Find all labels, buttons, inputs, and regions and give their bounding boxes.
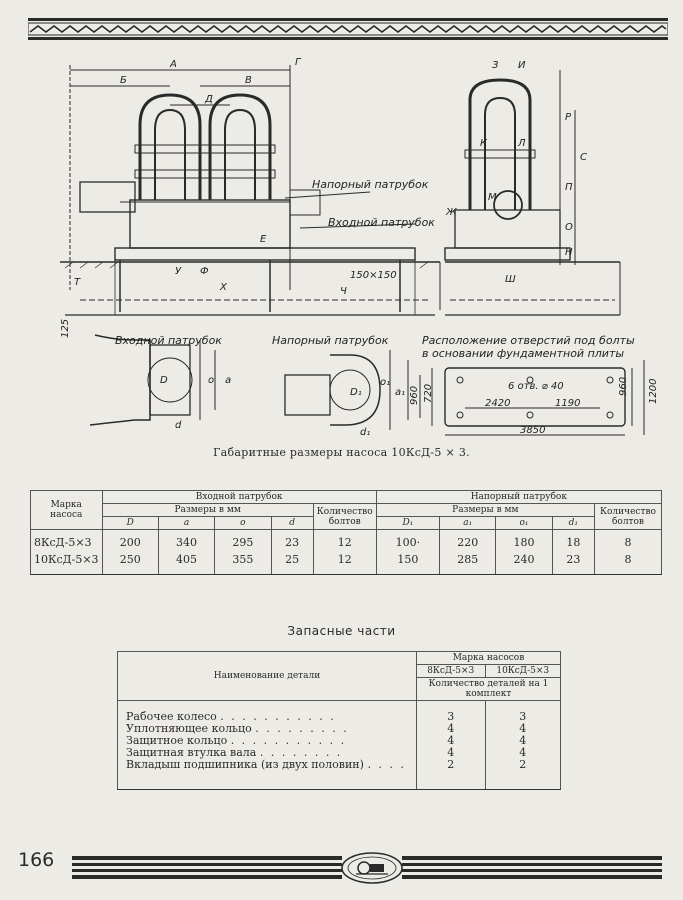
svg-text:a₁: a₁ (395, 387, 405, 398)
col-pressure-group: Напорный патрубок (375, 490, 663, 504)
table-row: Рабочее колесо . . . . . . . . . . . 3 3 (117, 700, 561, 723)
svg-text:Ф: Ф (200, 266, 209, 277)
svg-text:В: В (245, 75, 252, 86)
svg-text:Ш: Ш (505, 274, 516, 285)
bottom-ornament (72, 852, 662, 884)
label-dim-1200: 1200 (648, 379, 659, 404)
pump-emblem-icon (341, 852, 403, 884)
col-inlet-bolts: Количество болтов (312, 503, 377, 530)
label-pressure-detail: Напорный патрубок (272, 334, 389, 347)
svg-text:З: З (492, 60, 499, 71)
col-brand-group: Марка насосов (416, 651, 561, 665)
svg-text:О: О (565, 222, 573, 233)
col-d1: d₁ (551, 516, 596, 530)
col-o: o (214, 516, 272, 530)
nozzle-dimensions-table: Марка насоса Входной патрубок Напорный п… (30, 490, 663, 575)
label-holes-title-1: Расположение отверстий под болты (422, 334, 635, 347)
svg-text:Л: Л (517, 138, 526, 149)
col-pressure-sizes: Размеры в мм (375, 503, 596, 517)
label-dim-960b: 960 (618, 377, 629, 396)
col-brand-10: 10КсД-5×3 (484, 664, 561, 678)
svg-text:d₁: d₁ (360, 427, 370, 438)
svg-text:o: o (208, 375, 214, 386)
col-D: D (101, 516, 159, 530)
col-inlet-group: Входной патрубок (101, 490, 377, 504)
svg-text:К: К (480, 138, 488, 149)
svg-text:У: У (175, 266, 182, 277)
label-inlet-detail: Входной патрубок (115, 334, 222, 347)
spare-parts-title: Запасные части (287, 624, 396, 638)
label-dim-1190: 1190 (555, 398, 580, 409)
col-inlet-sizes: Размеры в мм (101, 503, 314, 517)
svg-text:С: С (580, 152, 587, 163)
svg-text:Р: Р (565, 112, 572, 123)
col-brand: Марка насоса (30, 490, 103, 530)
label-dim-3850: 3850 (520, 425, 545, 436)
pump-dimension-drawing: Напорный патрубок Входной патрубок 150×1… (60, 57, 659, 438)
col-a1: a₁ (439, 516, 497, 530)
col-a: a (157, 516, 216, 530)
label-holes-note: 6 отв. ⌀ 40 (508, 381, 564, 392)
col-d: d (270, 516, 314, 530)
label-dim-2420: 2420 (485, 398, 510, 409)
svg-text:o₁: o₁ (380, 377, 390, 388)
svg-text:D₁: D₁ (350, 387, 362, 398)
label-dim-960: 960 (409, 386, 420, 405)
svg-text:Д: Д (204, 94, 213, 105)
table-row: 10КсД-5×3 250 405 355 25 12 150 285 240 … (30, 551, 662, 575)
col-count: Количество деталей на 1 комплект (416, 677, 561, 701)
svg-text:D: D (160, 375, 168, 386)
label-125: 125 (60, 319, 71, 338)
svg-text:И: И (518, 60, 526, 71)
label-150x150: 150×150 (350, 270, 397, 281)
svg-text:d: d (175, 420, 182, 431)
table-row: Вкладыш подшипника (из двух половин) . .… (117, 759, 561, 790)
svg-text:Ч: Ч (340, 286, 347, 297)
col-pressure-bolts: Количество болтов (594, 503, 662, 530)
svg-text:А: А (169, 59, 177, 70)
svg-text:Ж: Ж (445, 207, 458, 218)
dimension-letters: А Б В Г Д Е Ж З И К Л М Н О П Р С Т У Ф … (74, 57, 587, 438)
col-D1: D₁ (375, 516, 441, 530)
label-dim-720: 720 (423, 384, 434, 403)
label-holes-title-2: в основании фундаментной плиты (422, 347, 624, 360)
svg-text:П: П (565, 182, 573, 193)
svg-text:Е: Е (260, 234, 267, 245)
svg-text:a: a (225, 375, 231, 386)
drawing-caption: Габаритные размеры насоса 10КсД-5 × 3. (213, 446, 470, 459)
top-ornament (28, 18, 668, 40)
svg-text:Х: Х (219, 282, 228, 293)
svg-text:Б: Б (120, 75, 127, 86)
col-brand-8: 8КсД-5×3 (416, 664, 486, 678)
spare-parts-table: Наименование детали Марка насосов 8КсД-5… (117, 651, 561, 790)
page-number: 166 (18, 849, 55, 871)
col-part-name: Наименование детали (117, 651, 417, 701)
table-row: Уплотняющее кольцо . . . . . . . . . 4 4 (117, 723, 561, 735)
svg-text:Т: Т (74, 277, 81, 288)
table-row: Защитное кольцо . . . . . . . . . . . 4 … (117, 735, 561, 747)
svg-text:Г: Г (295, 57, 302, 68)
svg-text:Н: Н (565, 247, 573, 258)
table-row: Защитная втулка вала . . . . . . . . 4 4 (117, 747, 561, 759)
svg-text:М: М (488, 192, 497, 203)
label-pressure-nozzle: Напорный патрубок (312, 178, 429, 191)
table-row: 8КсД-5×3 200 340 295 23 12 100· 220 180 … (30, 529, 662, 551)
col-o1: o₁ (495, 516, 553, 530)
label-inlet-nozzle: Входной патрубок (328, 216, 435, 229)
